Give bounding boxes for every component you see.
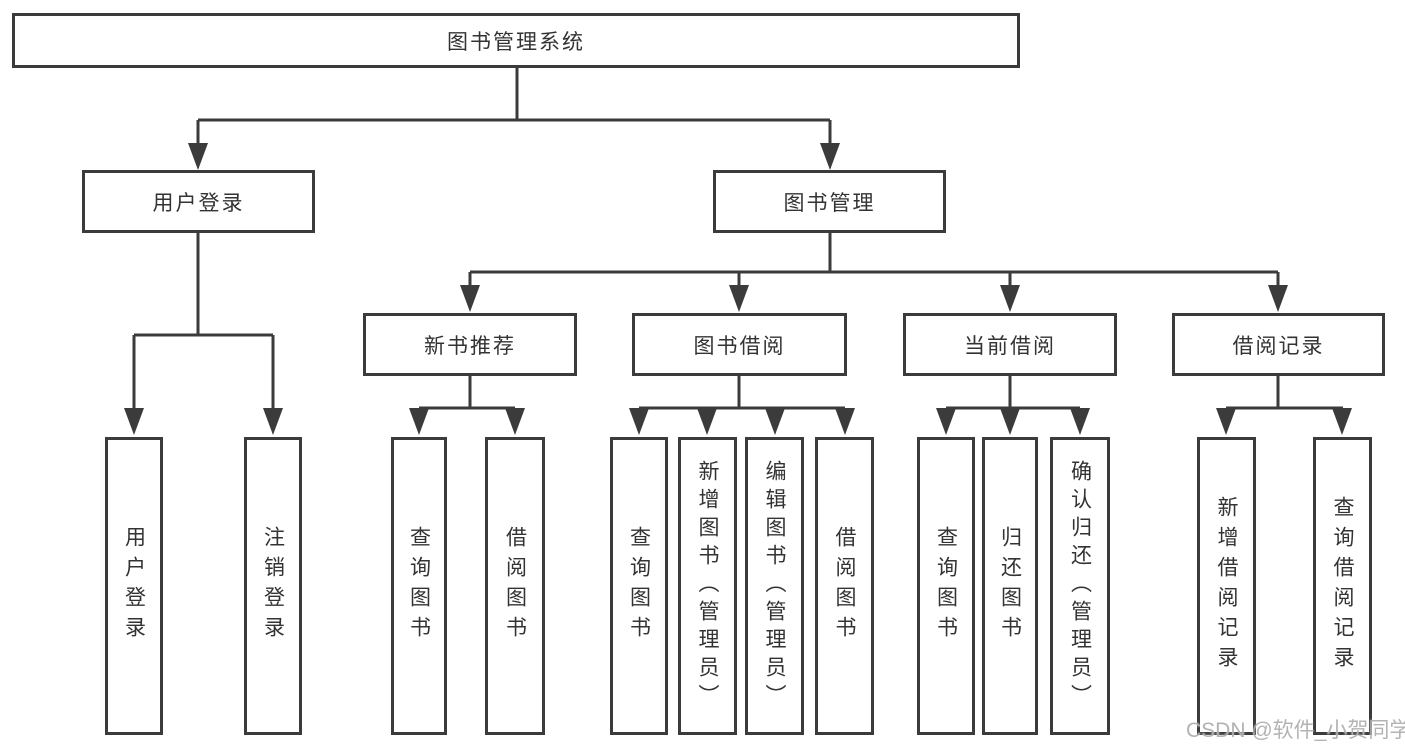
node-new-book-recommend: 新书推荐 bbox=[363, 313, 577, 376]
node-book-management: 图书管理 bbox=[713, 170, 946, 233]
leaf-query-borrow-record: 查询借阅记录 bbox=[1313, 437, 1372, 735]
arrow-down-icon bbox=[188, 143, 208, 170]
leaf-add-books-admin-label: 新增图书（管理员） bbox=[696, 460, 719, 712]
node-book-borrowing-label: 图书借阅 bbox=[693, 334, 786, 358]
arrow-down-icon bbox=[820, 143, 840, 170]
node-book-borrowing: 图书借阅 bbox=[632, 313, 847, 376]
node-root-label: 图书管理系统 bbox=[447, 30, 585, 54]
leaf-return-books: 归还图书 bbox=[982, 437, 1038, 735]
leaf-query-books-recommend: 查询图书 bbox=[391, 437, 447, 735]
leaf-query-books-borrowing-label: 查询图书 bbox=[627, 526, 651, 646]
arrow-down-icon bbox=[936, 408, 956, 435]
node-new-book-recommend-label: 新书推荐 bbox=[424, 334, 516, 358]
arrow-down-icon bbox=[765, 408, 785, 435]
arrow-down-icon bbox=[1332, 408, 1352, 435]
arrow-down-icon bbox=[409, 408, 429, 435]
leaf-query-borrow-record-label: 查询借阅记录 bbox=[1331, 496, 1354, 676]
leaf-return-books-label: 归还图书 bbox=[998, 526, 1022, 646]
arrow-down-icon bbox=[1070, 408, 1090, 435]
leaf-query-books-current-label: 查询图书 bbox=[934, 526, 958, 646]
leaf-user-login-label: 用户登录 bbox=[122, 526, 146, 646]
leaf-edit-books-admin: 编辑图书（管理员） bbox=[745, 437, 804, 735]
node-book-management-label: 图书管理 bbox=[783, 191, 876, 215]
leaf-edit-books-admin-label: 编辑图书（管理员） bbox=[763, 460, 786, 712]
arrow-down-icon bbox=[729, 285, 749, 312]
leaf-logout-label: 注销登录 bbox=[261, 526, 285, 646]
arrow-down-icon bbox=[1000, 285, 1020, 312]
arrow-down-icon bbox=[505, 408, 525, 435]
node-user-login: 用户登录 bbox=[82, 170, 315, 233]
leaf-add-borrow-record: 新增借阅记录 bbox=[1197, 437, 1256, 735]
leaf-query-books-current: 查询图书 bbox=[917, 437, 975, 735]
arrow-down-icon bbox=[1268, 285, 1288, 312]
arrow-down-icon bbox=[460, 285, 480, 312]
node-borrowing-records: 借阅记录 bbox=[1172, 313, 1385, 376]
csdn-watermark: CSDN @软件_小贺同学 bbox=[1186, 719, 1405, 742]
leaf-borrow-books-recommend-label: 借阅图书 bbox=[503, 526, 527, 646]
leaf-borrow-books-label: 借阅图书 bbox=[833, 526, 856, 646]
arrow-down-icon bbox=[1000, 408, 1020, 435]
node-current-borrowing-label: 当前借阅 bbox=[964, 334, 1056, 358]
leaf-borrow-books-recommend: 借阅图书 bbox=[485, 437, 545, 735]
node-current-borrowing: 当前借阅 bbox=[903, 313, 1117, 376]
node-root: 图书管理系统 bbox=[12, 13, 1020, 68]
leaf-query-books-recommend-label: 查询图书 bbox=[407, 526, 431, 646]
arrow-down-icon bbox=[124, 408, 144, 435]
leaf-confirm-return-admin: 确认归还（管理员） bbox=[1050, 437, 1110, 735]
leaf-query-books-borrowing: 查询图书 bbox=[610, 437, 668, 735]
leaf-confirm-return-admin-label: 确认归还（管理员） bbox=[1068, 460, 1092, 712]
arrow-down-icon bbox=[629, 408, 649, 435]
leaf-add-books-admin: 新增图书（管理员） bbox=[678, 437, 737, 735]
arrow-down-icon bbox=[263, 408, 283, 435]
leaf-logout: 注销登录 bbox=[244, 437, 302, 735]
node-borrowing-records-label: 借阅记录 bbox=[1232, 334, 1325, 358]
arrow-down-icon bbox=[835, 408, 855, 435]
arrow-down-icon bbox=[697, 408, 717, 435]
arrow-down-icon bbox=[1216, 408, 1236, 435]
leaf-borrow-books: 借阅图书 bbox=[815, 437, 874, 735]
leaf-add-borrow-record-label: 新增借阅记录 bbox=[1215, 496, 1238, 676]
leaf-user-login: 用户登录 bbox=[105, 437, 163, 735]
node-user-login-label: 用户登录 bbox=[152, 191, 245, 215]
